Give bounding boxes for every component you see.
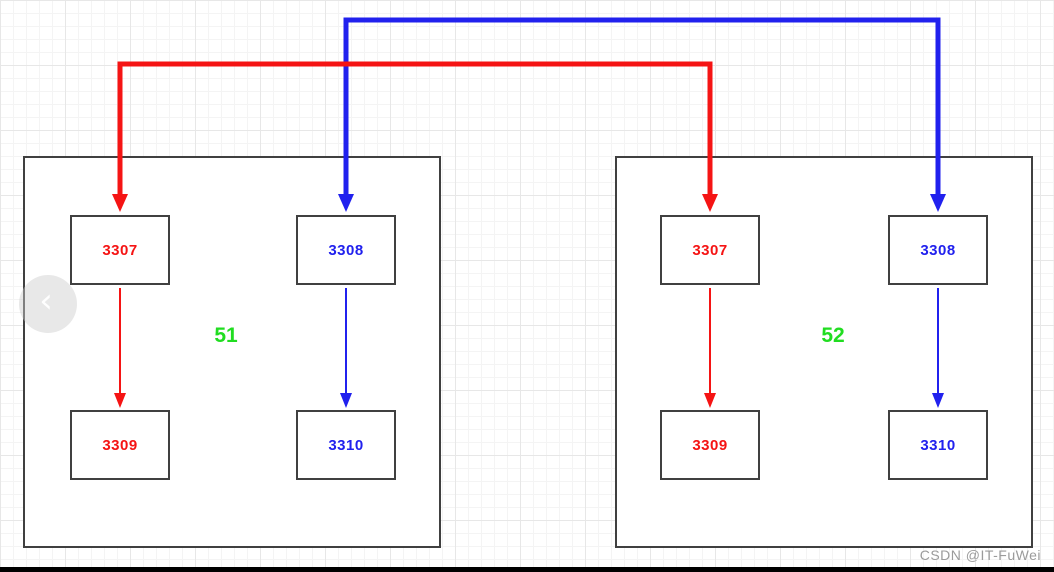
port-label: 3310: [328, 436, 364, 454]
group-label-52: 52: [821, 324, 845, 347]
carousel-prev-button[interactable]: ‹: [19, 275, 77, 333]
port-label: 3308: [328, 241, 364, 259]
port-label: 3308: [920, 241, 956, 259]
port-3309-group-52: 3309: [660, 410, 760, 480]
port-3307-group-51: 3307: [70, 215, 170, 285]
port-3308-group-52: 3308: [888, 215, 988, 285]
port-3307-group-52: 3307: [660, 215, 760, 285]
port-3309-group-51: 3309: [70, 410, 170, 480]
port-label: 3307: [692, 241, 728, 259]
port-label: 3309: [692, 436, 728, 454]
port-label: 3307: [102, 241, 138, 259]
bottom-black-bar: [0, 567, 1054, 572]
port-label: 3310: [920, 436, 956, 454]
group-label-51: 51: [214, 324, 238, 347]
port-3310-group-52: 3310: [888, 410, 988, 480]
port-3308-group-51: 3308: [296, 215, 396, 285]
port-label: 3309: [102, 436, 138, 454]
watermark: CSDN @IT-FuWei: [919, 547, 1041, 563]
port-3310-group-51: 3310: [296, 410, 396, 480]
chevron-left-icon: ‹: [39, 281, 53, 321]
